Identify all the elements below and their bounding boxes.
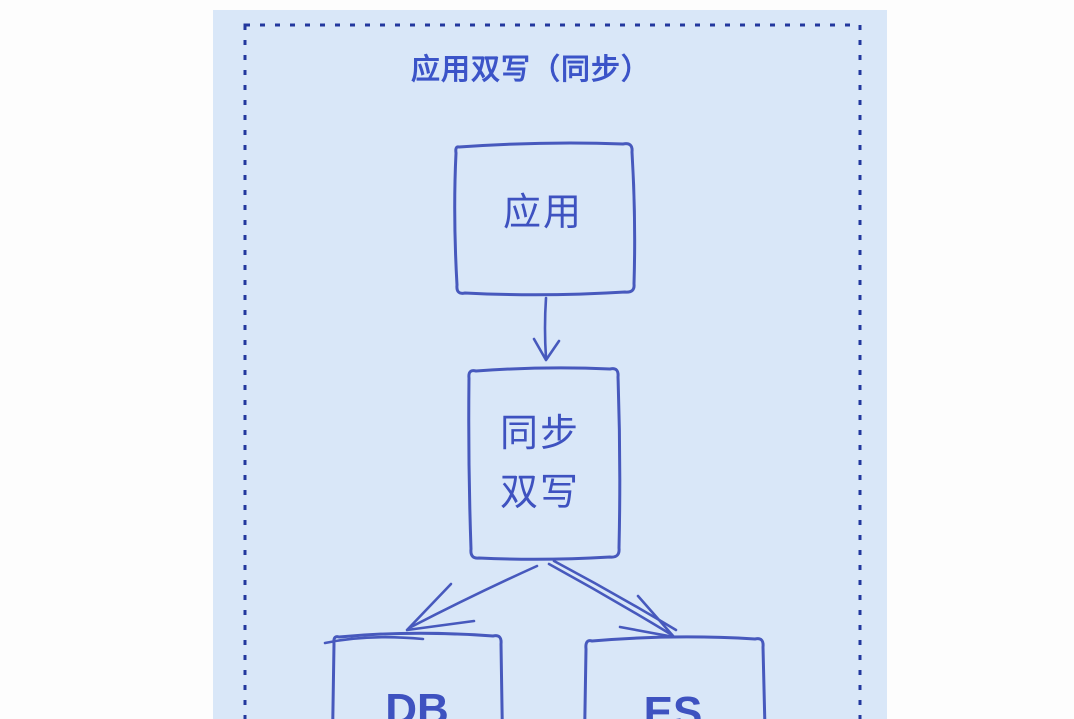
arrow-app-to-sync-stem [543, 296, 548, 360]
es-node: ES [583, 635, 767, 719]
app-node: 应用 [453, 141, 637, 297]
arrow-sync-to-es-stem1 [547, 562, 674, 637]
diagram-title: 应用双写（同步） [411, 52, 651, 86]
arrow-sync-to-db-stem [409, 564, 539, 629]
arrow-sync-to-es-stem2 [552, 559, 678, 632]
arrow-sync-to-es-head [618, 594, 676, 639]
arrow-sync-to-db [405, 564, 539, 632]
arrow-sync-to-db-head [405, 582, 476, 632]
db-node: DB [323, 631, 504, 719]
arrow-app-to-sync-head [532, 337, 561, 362]
arrow-sync-to-es [547, 559, 678, 639]
dashed-border [243, 23, 862, 719]
arrow-app-to-sync [532, 296, 561, 362]
sync-node: 同步 双写 [467, 366, 622, 561]
es-node-label: ES [644, 688, 703, 719]
db-node-box [331, 631, 504, 719]
app-node-box [453, 141, 637, 297]
diagram-panel: 应用双写（同步） 应用 同步 双写 [213, 10, 887, 719]
db-node-box-sketch-overlap [323, 635, 425, 645]
app-node-label: 应用 [503, 192, 583, 234]
db-node-label: DB [385, 685, 449, 719]
sync-node-label-line2: 双写 [500, 472, 580, 514]
es-node-box [583, 635, 767, 719]
sync-node-box [467, 366, 622, 561]
architecture-diagram: 应用双写（同步） 应用 同步 双写 [243, 23, 862, 719]
sync-node-label-line1: 同步 [500, 413, 580, 455]
